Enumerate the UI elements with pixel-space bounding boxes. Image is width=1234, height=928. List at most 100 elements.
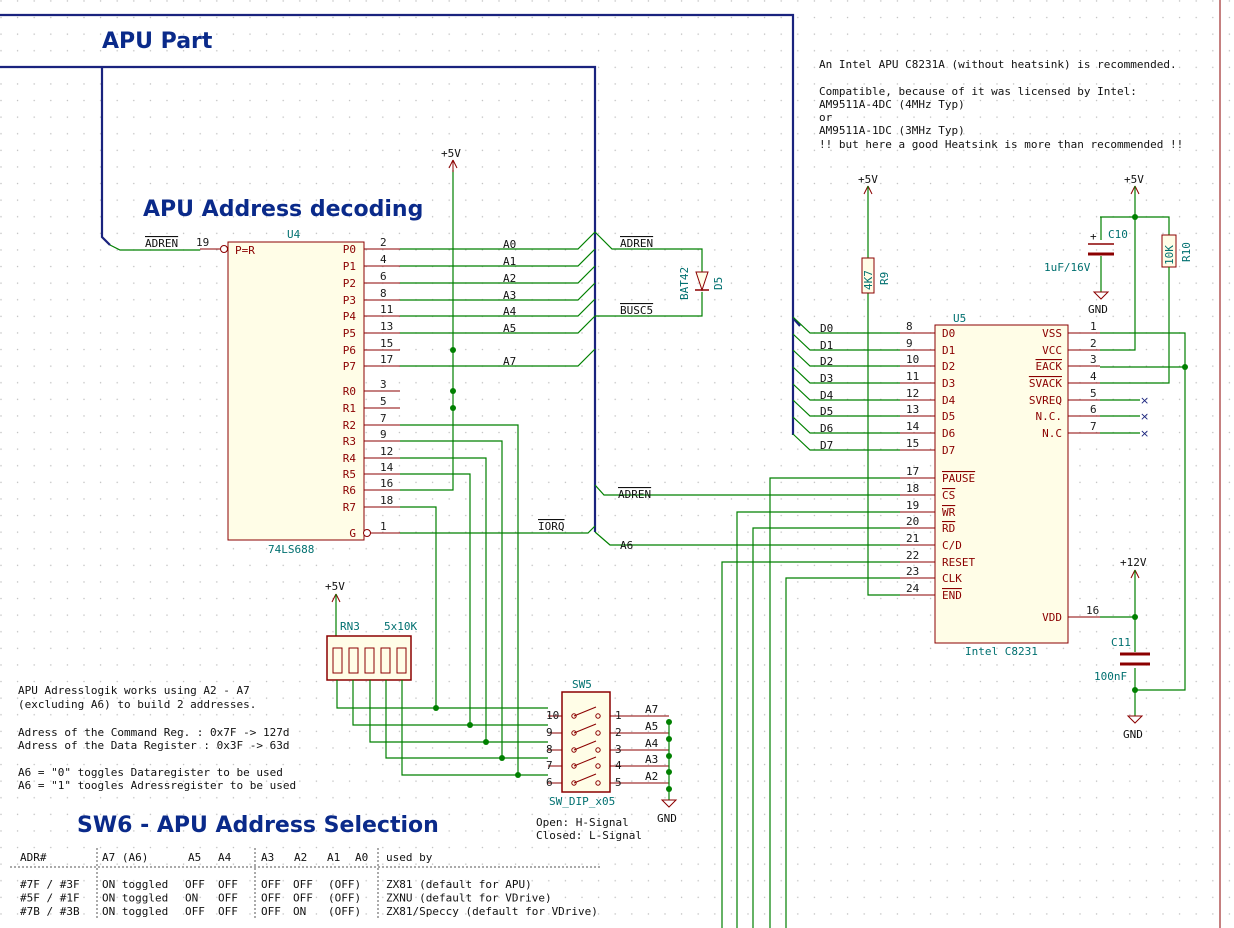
u5-pin-name: WR [942,506,956,519]
u4-pin-num: 18 [380,494,393,507]
u5-data-net: D1 [820,339,833,352]
d5-value: BAT42 [678,267,691,300]
u5-pin-name: END [942,589,962,602]
u4-pin-name: P3 [343,294,356,307]
table-header: A2 [294,851,307,864]
u4-pin-name: P5 [343,327,356,340]
note-line: (excluding A6) to build 2 addresses. [18,698,256,711]
table-cell: ZX81/Speccy (default for VDrive) [386,905,598,918]
no-connect-icon: × [1140,427,1149,440]
u5-pin-num: 21 [906,532,919,545]
u4-pin-name: R7 [343,501,356,514]
rn3-resistor-network: +5V RN3 5x10K [325,580,548,778]
u4-pin-num: 6 [380,270,387,283]
note-line: or [819,111,833,124]
power-label: +5V [858,173,878,186]
sw5-right-num: 5 [615,776,622,789]
u5-pin-name: D3 [942,377,955,390]
u5-data-net: D5 [820,405,833,418]
left-notes: APU Adresslogik works using A2 - A7 (exc… [18,684,296,792]
u4-pin-name: P2 [343,277,356,290]
u4-pin19-num: 19 [196,236,209,249]
u4-net-label: A4 [503,305,517,318]
u4-pin-num: 15 [380,337,393,350]
cd-a6-net: A6 [620,539,633,552]
u5-data-net: D7 [820,439,833,452]
u5-pin-num: 13 [906,403,919,416]
u5-pin-num: 15 [906,437,919,450]
table-cell: ZXNU (default for VDrive) [386,892,552,905]
u4-pin-num: 1 [380,520,387,533]
u5-pin-name: D1 [942,344,955,357]
u5-pin-num: 4 [1090,370,1097,383]
u4-pin-num: 16 [380,477,393,490]
u4-net-label: A2 [503,272,516,285]
table-cell: OFF [185,878,205,891]
u5-pin-num: 10 [906,353,919,366]
u5-pin-num: 6 [1090,403,1097,416]
d5-ref: D5 [712,277,725,290]
u5-pin-num: 22 [906,549,919,562]
table-header: ADR# [20,851,47,864]
u5-data-net: D6 [820,422,833,435]
u5-pin-name: N.C [1042,427,1062,440]
note-line: A6 = "1" toogles Adressregister to be us… [18,779,296,792]
power-label: +5V [441,147,461,160]
table-header: A1 [327,851,340,864]
u4-pin-name: P4 [343,310,357,323]
note-line: Adress of the Command Reg. : 0x7F -> 127… [18,726,290,739]
sw5-right-num: 4 [615,759,622,772]
u4-net-label: A7 [503,355,516,368]
rn3-value: 5x10K [384,620,417,633]
u5-pin-num: 5 [1090,387,1097,400]
u5-pin-name: D0 [942,327,955,340]
u5-pin-num: 12 [906,387,919,400]
u4-adren-net: ADREN [145,237,178,250]
note-line: Adress of the Data Register : 0x3F -> 63… [18,739,290,752]
u4-net-label: A5 [503,322,516,335]
u5-pin-name: SVACK [1029,377,1062,390]
u5-pin-num: 24 [906,582,920,595]
table-cell: #5F / #1F [20,892,80,905]
u4-net-label: A0 [503,238,516,251]
u5-pin-num: 1 [1090,320,1097,333]
gnd-label: GND [1123,728,1143,741]
u4-body [227,241,365,541]
table-cell: ZX81 (default for APU) [386,878,532,891]
sw5-net-label: A3 [645,753,658,766]
table-header: A3 [261,851,274,864]
u4-pin-num: 13 [380,320,393,333]
table-cell: OFF [293,878,313,891]
u5-data-net: D3 [820,372,833,385]
table-cell: (OFF) [328,905,361,918]
power-label: +12V [1120,556,1147,569]
u4-pin-num: 2 [380,236,387,249]
sw5-net-label: A2 [645,770,658,783]
top-notes: An Intel APU C8231A (without heatsink) i… [819,58,1183,151]
sw-legend-open: Open: H-Signal [536,816,629,829]
decoding-title: APU Address decoding [143,197,423,222]
u5-pin-name: EACK [1036,360,1063,373]
u4-pin-num: 5 [380,395,387,408]
u4-pin-name: P6 [343,344,356,357]
r9-ref: R9 [878,272,891,285]
u5-ctrl-wires: ADREN A6 IORQ [538,290,900,928]
u4-pin-name: R2 [343,419,356,432]
table-cell: ON [185,892,198,905]
u5-pin-name: D7 [942,444,955,457]
note-line: APU Adresslogik works using A2 - A7 [18,684,250,697]
table-header: A5 [188,851,201,864]
table-cell: #7B / #3B [20,905,80,918]
sw5-net-label: A7 [645,703,658,716]
u4-pin-name: R3 [343,435,356,448]
table-cell: #7F / #3F [20,878,80,891]
table-cell: ON toggled [102,892,168,905]
u5-data-net: D4 [820,389,834,402]
c11-power: +12V C11 100nF GND [1094,556,1150,741]
u5-pin-name: VCC [1042,344,1062,357]
